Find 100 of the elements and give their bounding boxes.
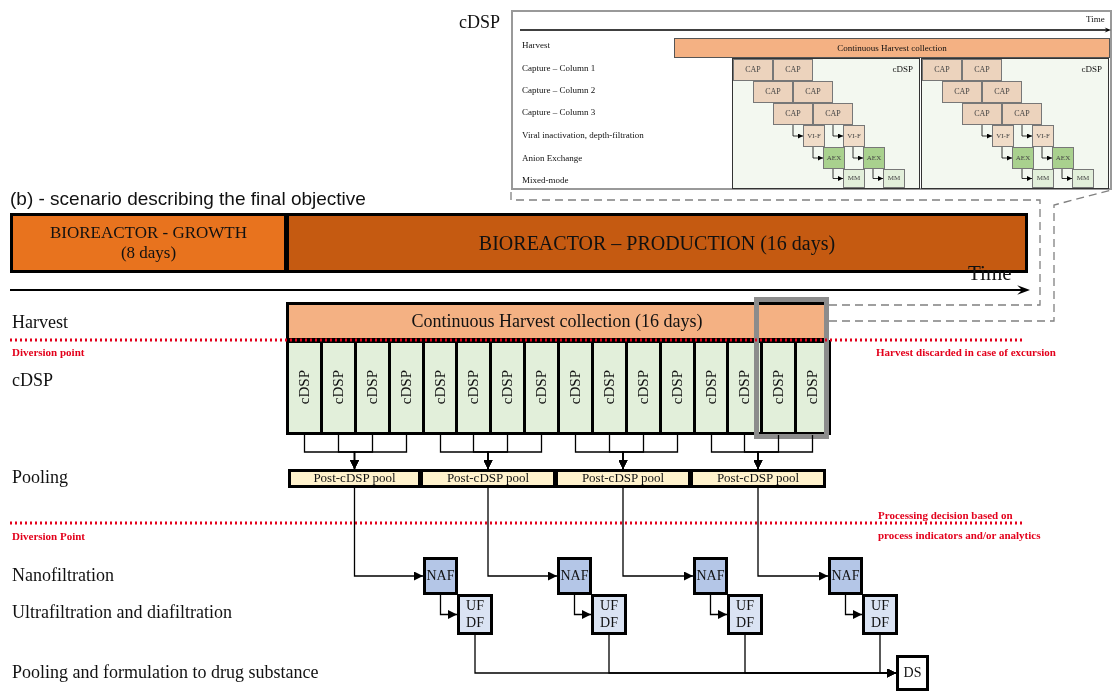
note-text: Processing decision based on process indicators and/or analytics bbox=[878, 508, 1042, 543]
step-label: CAP bbox=[974, 109, 990, 119]
row-label: Harvest bbox=[12, 312, 68, 333]
highlight-frame bbox=[754, 297, 829, 439]
step-box bbox=[823, 147, 845, 169]
harvest-bar bbox=[674, 38, 1110, 58]
step-box bbox=[992, 125, 1014, 147]
box-label: cDSP bbox=[735, 370, 753, 405]
arrow bbox=[757, 487, 829, 581]
step-box bbox=[733, 59, 773, 81]
box-label: cDSP bbox=[600, 370, 618, 405]
step-label: CAP bbox=[805, 87, 821, 97]
step-box bbox=[922, 59, 962, 81]
step-box bbox=[813, 103, 853, 125]
box-label: cDSP bbox=[566, 370, 584, 405]
step-box bbox=[773, 103, 813, 125]
step-label: CAP bbox=[745, 65, 761, 75]
phase-bar bbox=[10, 213, 287, 273]
step-label: CAP bbox=[994, 87, 1010, 97]
step-box bbox=[1002, 103, 1042, 125]
panel-title: cDSP bbox=[1081, 64, 1102, 75]
note-text: Diversion Point bbox=[12, 530, 86, 542]
arrow bbox=[350, 434, 408, 470]
step-box bbox=[693, 557, 728, 595]
step-box bbox=[896, 655, 929, 691]
step-box bbox=[423, 557, 458, 595]
row-label: Anion Exchange bbox=[522, 153, 583, 163]
diagram-title: (b) - scenario describing the final objective bbox=[10, 188, 366, 210]
step-label: CAP bbox=[934, 65, 950, 75]
step-box bbox=[843, 125, 865, 147]
step-label: CAP bbox=[785, 65, 801, 75]
row-label: Mixed-mode bbox=[522, 175, 569, 185]
arrow bbox=[753, 434, 814, 470]
box-label: cDSP bbox=[295, 370, 313, 405]
inset-title: cDSP bbox=[459, 12, 500, 33]
step-label: CAP bbox=[765, 87, 781, 97]
box-label: cDSP bbox=[702, 370, 720, 405]
arrow bbox=[439, 594, 458, 619]
note-text: Harvest discarded in case of excursion bbox=[876, 346, 1056, 358]
step-label: NAF bbox=[696, 567, 725, 585]
row-label: Capture – Column 1 bbox=[522, 63, 596, 73]
step-box bbox=[773, 59, 813, 81]
arrow bbox=[573, 594, 592, 619]
row-label: Ultrafiltration and diafiltration bbox=[12, 602, 232, 623]
row-label: Capture – Column 2 bbox=[522, 85, 596, 95]
cdsp-panel bbox=[921, 58, 1109, 189]
step-box bbox=[828, 557, 863, 595]
box-label: cDSP bbox=[634, 370, 652, 405]
pool-label: Post-cDSP pool bbox=[313, 471, 396, 486]
note-text: Diversion point bbox=[12, 346, 85, 358]
step-label: UF DF bbox=[465, 598, 485, 631]
arrow bbox=[622, 487, 694, 581]
axis-label: Time bbox=[1086, 14, 1105, 24]
arrow bbox=[618, 434, 679, 470]
step-box bbox=[793, 81, 833, 103]
step-box bbox=[862, 594, 898, 635]
step-label: CAP bbox=[825, 109, 841, 119]
step-box bbox=[962, 59, 1002, 81]
step-box bbox=[883, 169, 905, 188]
row-label: Pooling bbox=[12, 467, 68, 488]
box-label: cDSP bbox=[803, 370, 821, 405]
step-box bbox=[1052, 147, 1074, 169]
step-box bbox=[457, 594, 493, 635]
panel-title: cDSP bbox=[892, 64, 913, 75]
step-box bbox=[863, 147, 885, 169]
zoom-line bbox=[510, 189, 1041, 306]
box-label: cDSP bbox=[769, 370, 787, 405]
phase-label: BIOREACTOR - GROWTH (8 days) bbox=[48, 223, 249, 263]
step-box bbox=[1072, 169, 1094, 188]
step-label: UF DF bbox=[599, 598, 619, 631]
box-label: cDSP bbox=[397, 370, 415, 405]
step-label: CAP bbox=[1014, 109, 1030, 119]
step-box bbox=[982, 81, 1022, 103]
step-label: CAP bbox=[974, 65, 990, 75]
arrow bbox=[483, 434, 543, 470]
step-label: CAP bbox=[785, 109, 801, 119]
arrow bbox=[844, 594, 863, 619]
phase-label: BIOREACTOR – PRODUCTION (16 days) bbox=[477, 231, 837, 255]
bar-label: Continuous Harvest collection (16 days) bbox=[411, 311, 703, 332]
pool-label: Post-cDSP pool bbox=[716, 471, 800, 486]
step-box bbox=[1012, 147, 1034, 169]
box-label: cDSP bbox=[668, 370, 686, 405]
box-label: cDSP bbox=[363, 370, 381, 405]
step-box bbox=[591, 594, 627, 635]
step-label: CAP bbox=[954, 87, 970, 97]
step-label: UF DF bbox=[735, 598, 755, 631]
arrow bbox=[879, 634, 897, 678]
pool-box bbox=[288, 469, 421, 488]
pool-box bbox=[690, 469, 826, 488]
pool-box bbox=[420, 469, 556, 488]
step-box bbox=[557, 557, 592, 595]
row-label: Nanofiltration bbox=[12, 565, 114, 586]
box-label: cDSP bbox=[329, 370, 347, 405]
box-label: cDSP bbox=[498, 370, 516, 405]
step-box bbox=[1032, 169, 1054, 188]
step-box bbox=[727, 594, 763, 635]
arrow bbox=[709, 594, 728, 619]
step-box bbox=[843, 169, 865, 188]
box-label: cDSP bbox=[532, 370, 550, 405]
step-label: DS bbox=[903, 664, 922, 682]
